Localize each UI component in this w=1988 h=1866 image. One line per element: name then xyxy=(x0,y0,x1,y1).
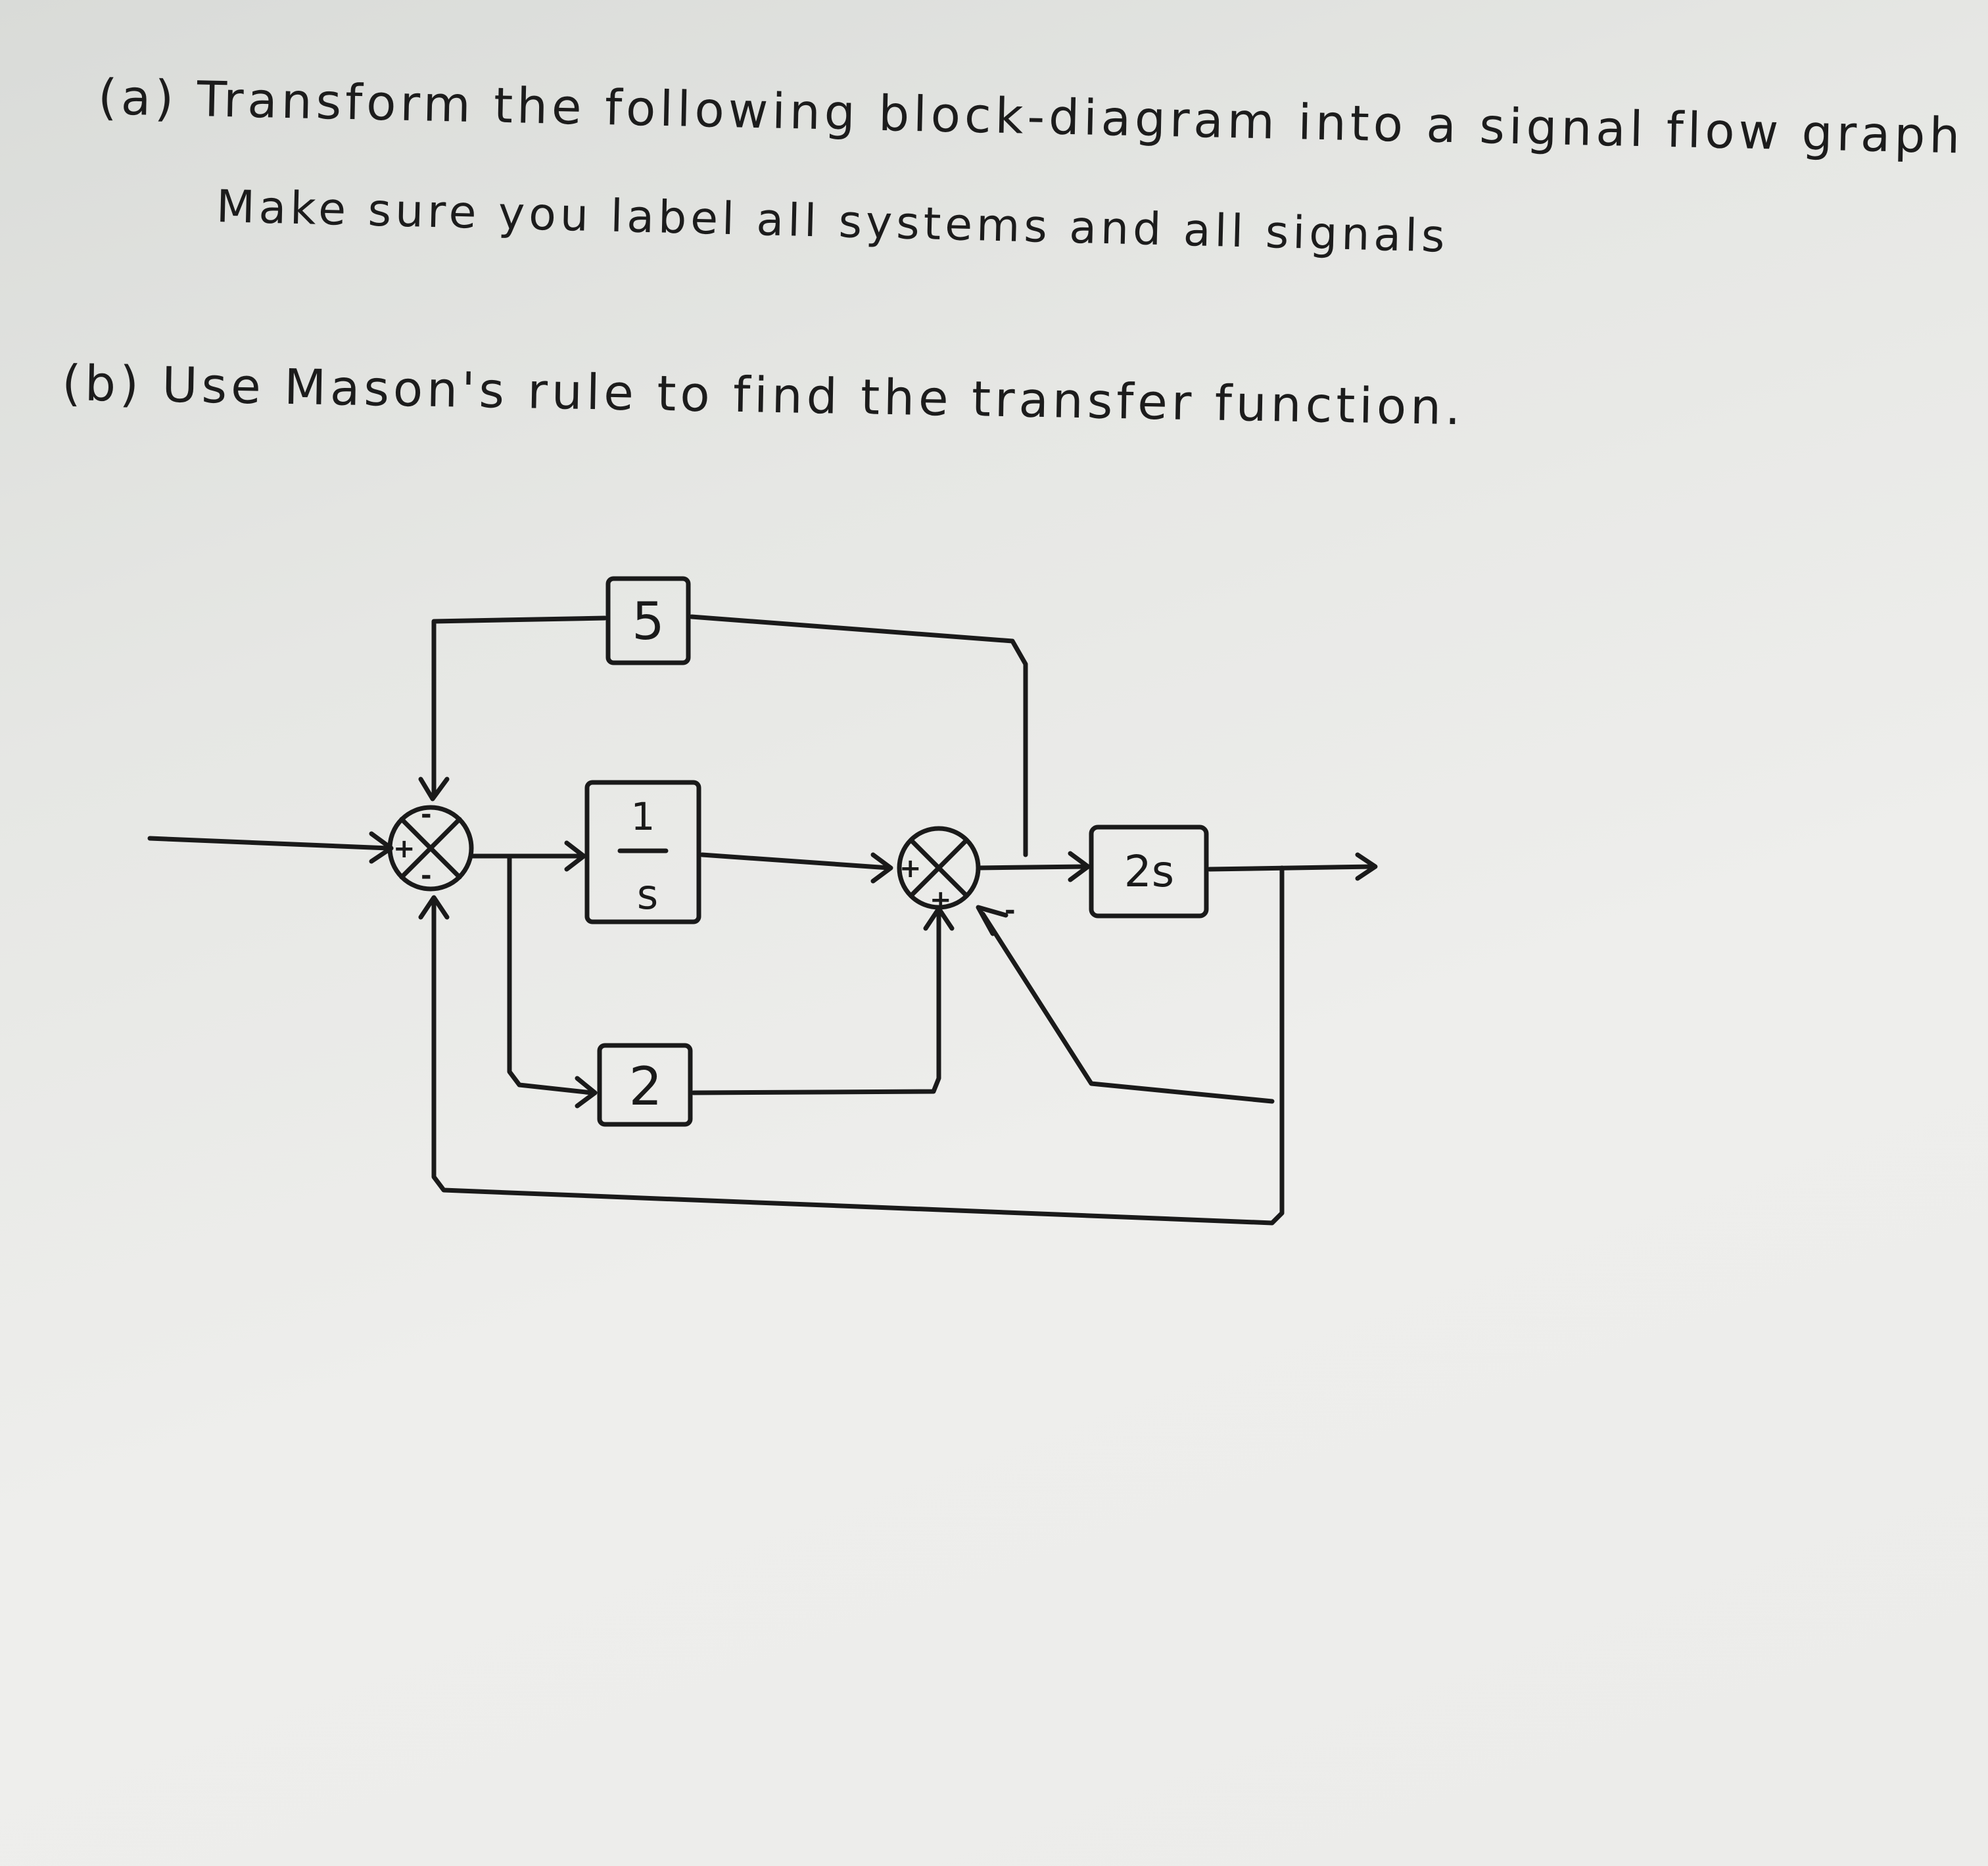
sj2-left-arrowhead xyxy=(870,852,893,884)
branch-to-bottom-gain-wire xyxy=(507,853,594,1095)
block-integrator-den: s xyxy=(637,871,658,919)
block-integrator xyxy=(584,780,701,924)
bottom-gain-arrowhead xyxy=(575,1076,598,1109)
output-gain-arrowhead xyxy=(1068,851,1091,882)
output-wire xyxy=(1207,864,1377,872)
output-takeoff-wire xyxy=(431,865,1285,1226)
sj1-top-arrowhead xyxy=(418,777,450,801)
integrator-to-sj2-wire xyxy=(699,852,891,871)
sj2-sign-bottom: + xyxy=(930,885,952,915)
sj2-sign-right: - xyxy=(1005,896,1016,926)
sj1-bottom-arrowhead xyxy=(418,895,450,920)
top-path-wire-right xyxy=(689,614,1028,857)
summing-junction-2: + + - xyxy=(897,826,1016,926)
sj1-sign-left: + xyxy=(393,834,415,864)
sj2-right-arrowhead xyxy=(976,905,1008,936)
summing-junction-1: + - - xyxy=(387,800,474,892)
output-arrowhead xyxy=(1355,852,1378,881)
sj2-sign-left: + xyxy=(899,853,922,884)
sj1-sign-top: - xyxy=(421,800,432,830)
block-bottom-gain-label: 2 xyxy=(629,1056,663,1117)
block-top-gain-label: 5 xyxy=(632,592,665,652)
integrator-arrowhead xyxy=(564,840,586,872)
input-wire xyxy=(147,836,390,851)
sj1-sign-bottom: - xyxy=(421,861,432,891)
sj2-to-output-gain-wire xyxy=(976,864,1087,871)
top-path-wire-left xyxy=(431,615,607,798)
block-bottom-gain xyxy=(597,1043,693,1127)
inner-feedback-wire xyxy=(980,911,1275,1104)
block-top-gain xyxy=(605,576,691,665)
block-output-gain-label: 2s xyxy=(1124,846,1174,897)
block-output-gain xyxy=(1089,825,1209,919)
block-integrator-num: 1 xyxy=(631,794,655,839)
bottom-gain-to-sj2-wire xyxy=(691,908,941,1095)
